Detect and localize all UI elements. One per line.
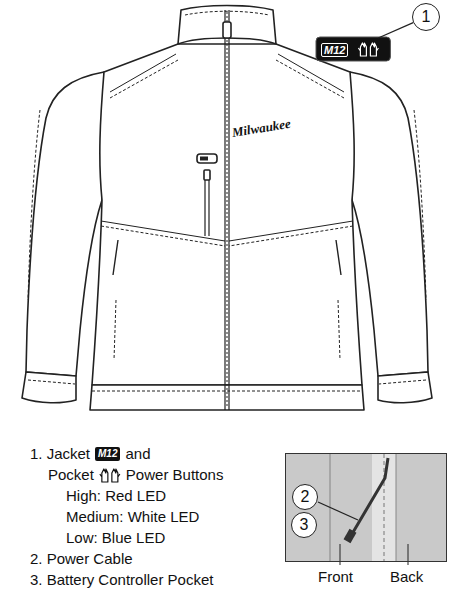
legend-text: Medium: White LED — [66, 508, 199, 526]
leader-line — [378, 23, 413, 38]
inset-illustration — [286, 454, 446, 565]
hand-icon — [100, 469, 120, 482]
callout-number: 3 — [300, 516, 309, 534]
power-button-badge: M12 — [318, 38, 388, 60]
sleeve — [350, 72, 432, 403]
pocket-button-icon — [197, 154, 217, 163]
legend-text: Low: Blue LED — [66, 529, 165, 547]
callout-number: 2 — [301, 488, 310, 506]
legend-text: High: Red LED — [66, 487, 166, 505]
zipper — [225, 10, 229, 410]
chest-pocket-zipper — [205, 170, 209, 236]
badge-text: M12 — [321, 43, 348, 57]
legend-text: 1. Jacket — [30, 445, 90, 463]
view-label: Front — [318, 568, 353, 586]
callout-number: 1 — [422, 8, 431, 26]
m12-icon: M12 — [95, 447, 120, 461]
power-cable — [352, 458, 388, 534]
brand-logo: Milwaukee — [231, 115, 292, 142]
collar — [178, 6, 276, 45]
callout-number: 1 — [412, 3, 440, 31]
power-button-badge — [316, 37, 390, 61]
callout-number: 3 — [291, 512, 317, 538]
legend-text: 3. Battery Controller Pocket — [30, 571, 213, 589]
inset-panel: FrontBack23 — [285, 453, 447, 562]
view-label: Back — [390, 568, 423, 586]
leader-line — [318, 502, 358, 520]
legend-text: Power Buttons — [126, 466, 224, 484]
legend-text: 2. Power Cable — [30, 550, 133, 568]
legend-text: and — [125, 445, 150, 463]
legend-text: Pocket — [48, 466, 94, 484]
hand-icon — [358, 43, 378, 56]
callout-number: 2 — [292, 484, 318, 510]
sleeve — [22, 72, 104, 403]
